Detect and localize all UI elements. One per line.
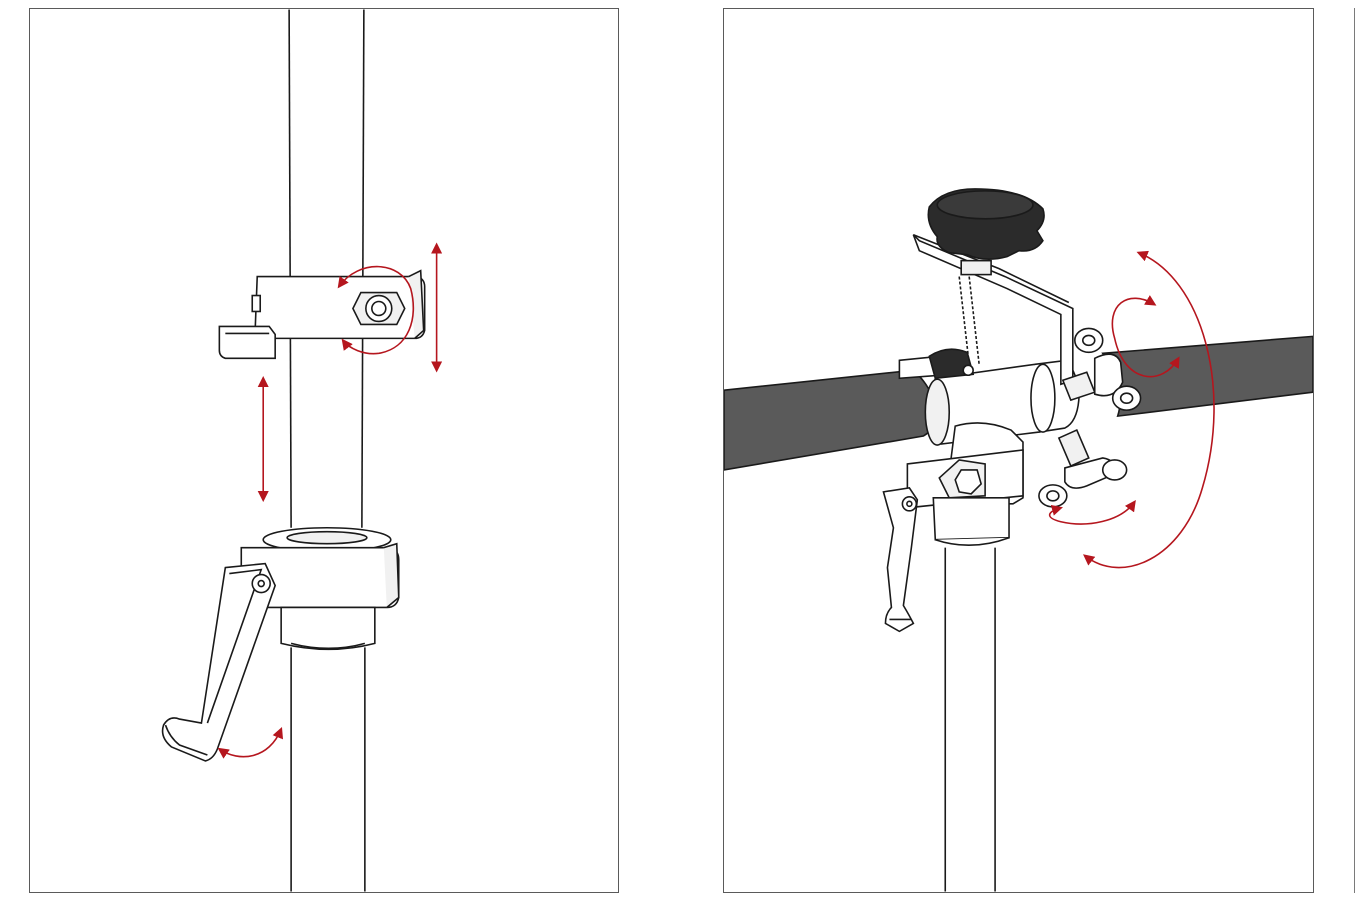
quick-release-lever-icon xyxy=(882,487,919,633)
lower-wingnut-rotation-arrow xyxy=(1048,499,1136,525)
lower-pole xyxy=(290,647,366,892)
upper-wingnut-rotation-arrow xyxy=(1111,295,1180,378)
crossbar-rotation-arrow xyxy=(1083,250,1215,569)
clamp-body-block xyxy=(906,422,1024,547)
upper-pole xyxy=(288,9,365,528)
lever-swing-arrow xyxy=(217,726,284,759)
bolt-rotation-arrow xyxy=(337,265,415,355)
lower-locking-collar xyxy=(240,526,400,651)
page-edge-divider xyxy=(1354,8,1355,893)
panel-crossbar-clamp-adjustment xyxy=(723,8,1314,893)
crossbar-clamp-illustration xyxy=(724,188,1313,892)
crossbar-left xyxy=(724,369,937,471)
panel-stand-height-adjustment xyxy=(29,8,619,893)
top-clamp-collar xyxy=(218,269,426,360)
stand-pole xyxy=(944,547,996,892)
lower-wing-nut-icon xyxy=(1038,429,1128,508)
star-knob-icon xyxy=(927,188,1045,260)
stand-height-illustration xyxy=(161,9,443,892)
quick-release-lever-icon xyxy=(161,562,277,762)
